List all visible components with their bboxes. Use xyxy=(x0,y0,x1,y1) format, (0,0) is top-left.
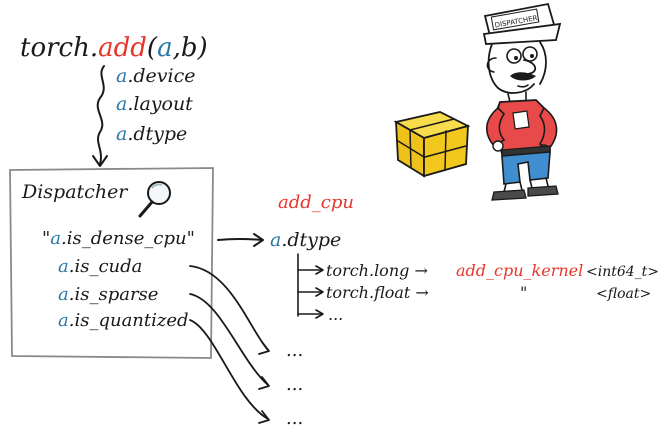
attribute-dtype: a.dtype xyxy=(116,123,187,145)
call-rest: ,b) xyxy=(173,33,208,63)
call-prefix: torch. xyxy=(20,33,98,63)
branch-long-kernel: add_cpu_kernel xyxy=(456,261,583,280)
dispatcher-key-sparse: a.is_sparse xyxy=(58,284,158,305)
call-func: add xyxy=(98,33,147,63)
other-dispatch-arrows xyxy=(189,265,270,424)
call-open-paren: ( xyxy=(147,33,158,63)
dispatcher-character: DISPATCHER xyxy=(482,2,562,201)
dense-cpu-arrow xyxy=(217,238,263,241)
dtype-branches xyxy=(297,253,324,319)
output-ellipsis-2: ... xyxy=(286,374,303,395)
attribute-list: a.device a.layout a.dtype xyxy=(116,65,195,145)
attribute-device: a.device xyxy=(116,65,195,87)
add-cpu-title: add_cpu xyxy=(278,192,354,213)
branch-long-label: torch.long → xyxy=(326,261,428,280)
branch-float-ditto: " xyxy=(520,283,527,302)
add-cpu-dtype: a.dtype xyxy=(270,229,341,251)
attribute-layout: a.layout xyxy=(116,93,193,115)
package-icon xyxy=(393,111,471,178)
branch-long-template: <int64_t> xyxy=(586,264,659,280)
dense-cpu-arrow-head xyxy=(253,233,264,247)
pants xyxy=(501,151,551,185)
magnifier-icon xyxy=(138,181,171,218)
dispatcher-key-dense-cpu: "a.is_dense_cpu" xyxy=(42,228,195,249)
dispatcher-key-quantized: a.is_quantized xyxy=(58,310,189,331)
dispatcher-frame xyxy=(9,167,214,359)
branch-float-label: torch.float → xyxy=(326,283,429,302)
dispatcher-box: Dispatcher "a.is_dense_cpu" a.is_cuda a.… xyxy=(9,167,214,359)
svg-text:torch.add(a,b): torch.add(a,b) xyxy=(20,33,208,63)
output-ellipsis-3: ... xyxy=(286,408,303,429)
output-ellipsis-1: ... xyxy=(286,340,303,361)
branch-float-template: <float> xyxy=(596,286,651,302)
down-arrow xyxy=(96,65,105,165)
down-arrow-head xyxy=(92,155,108,167)
dispatcher-title: Dispatcher xyxy=(21,181,129,203)
top-call: torch.add(a,b) xyxy=(20,33,208,63)
dispatcher-key-cuda: a.is_cuda xyxy=(58,256,142,277)
branch-more: ... xyxy=(328,305,343,324)
call-arg-a: a xyxy=(157,33,173,63)
